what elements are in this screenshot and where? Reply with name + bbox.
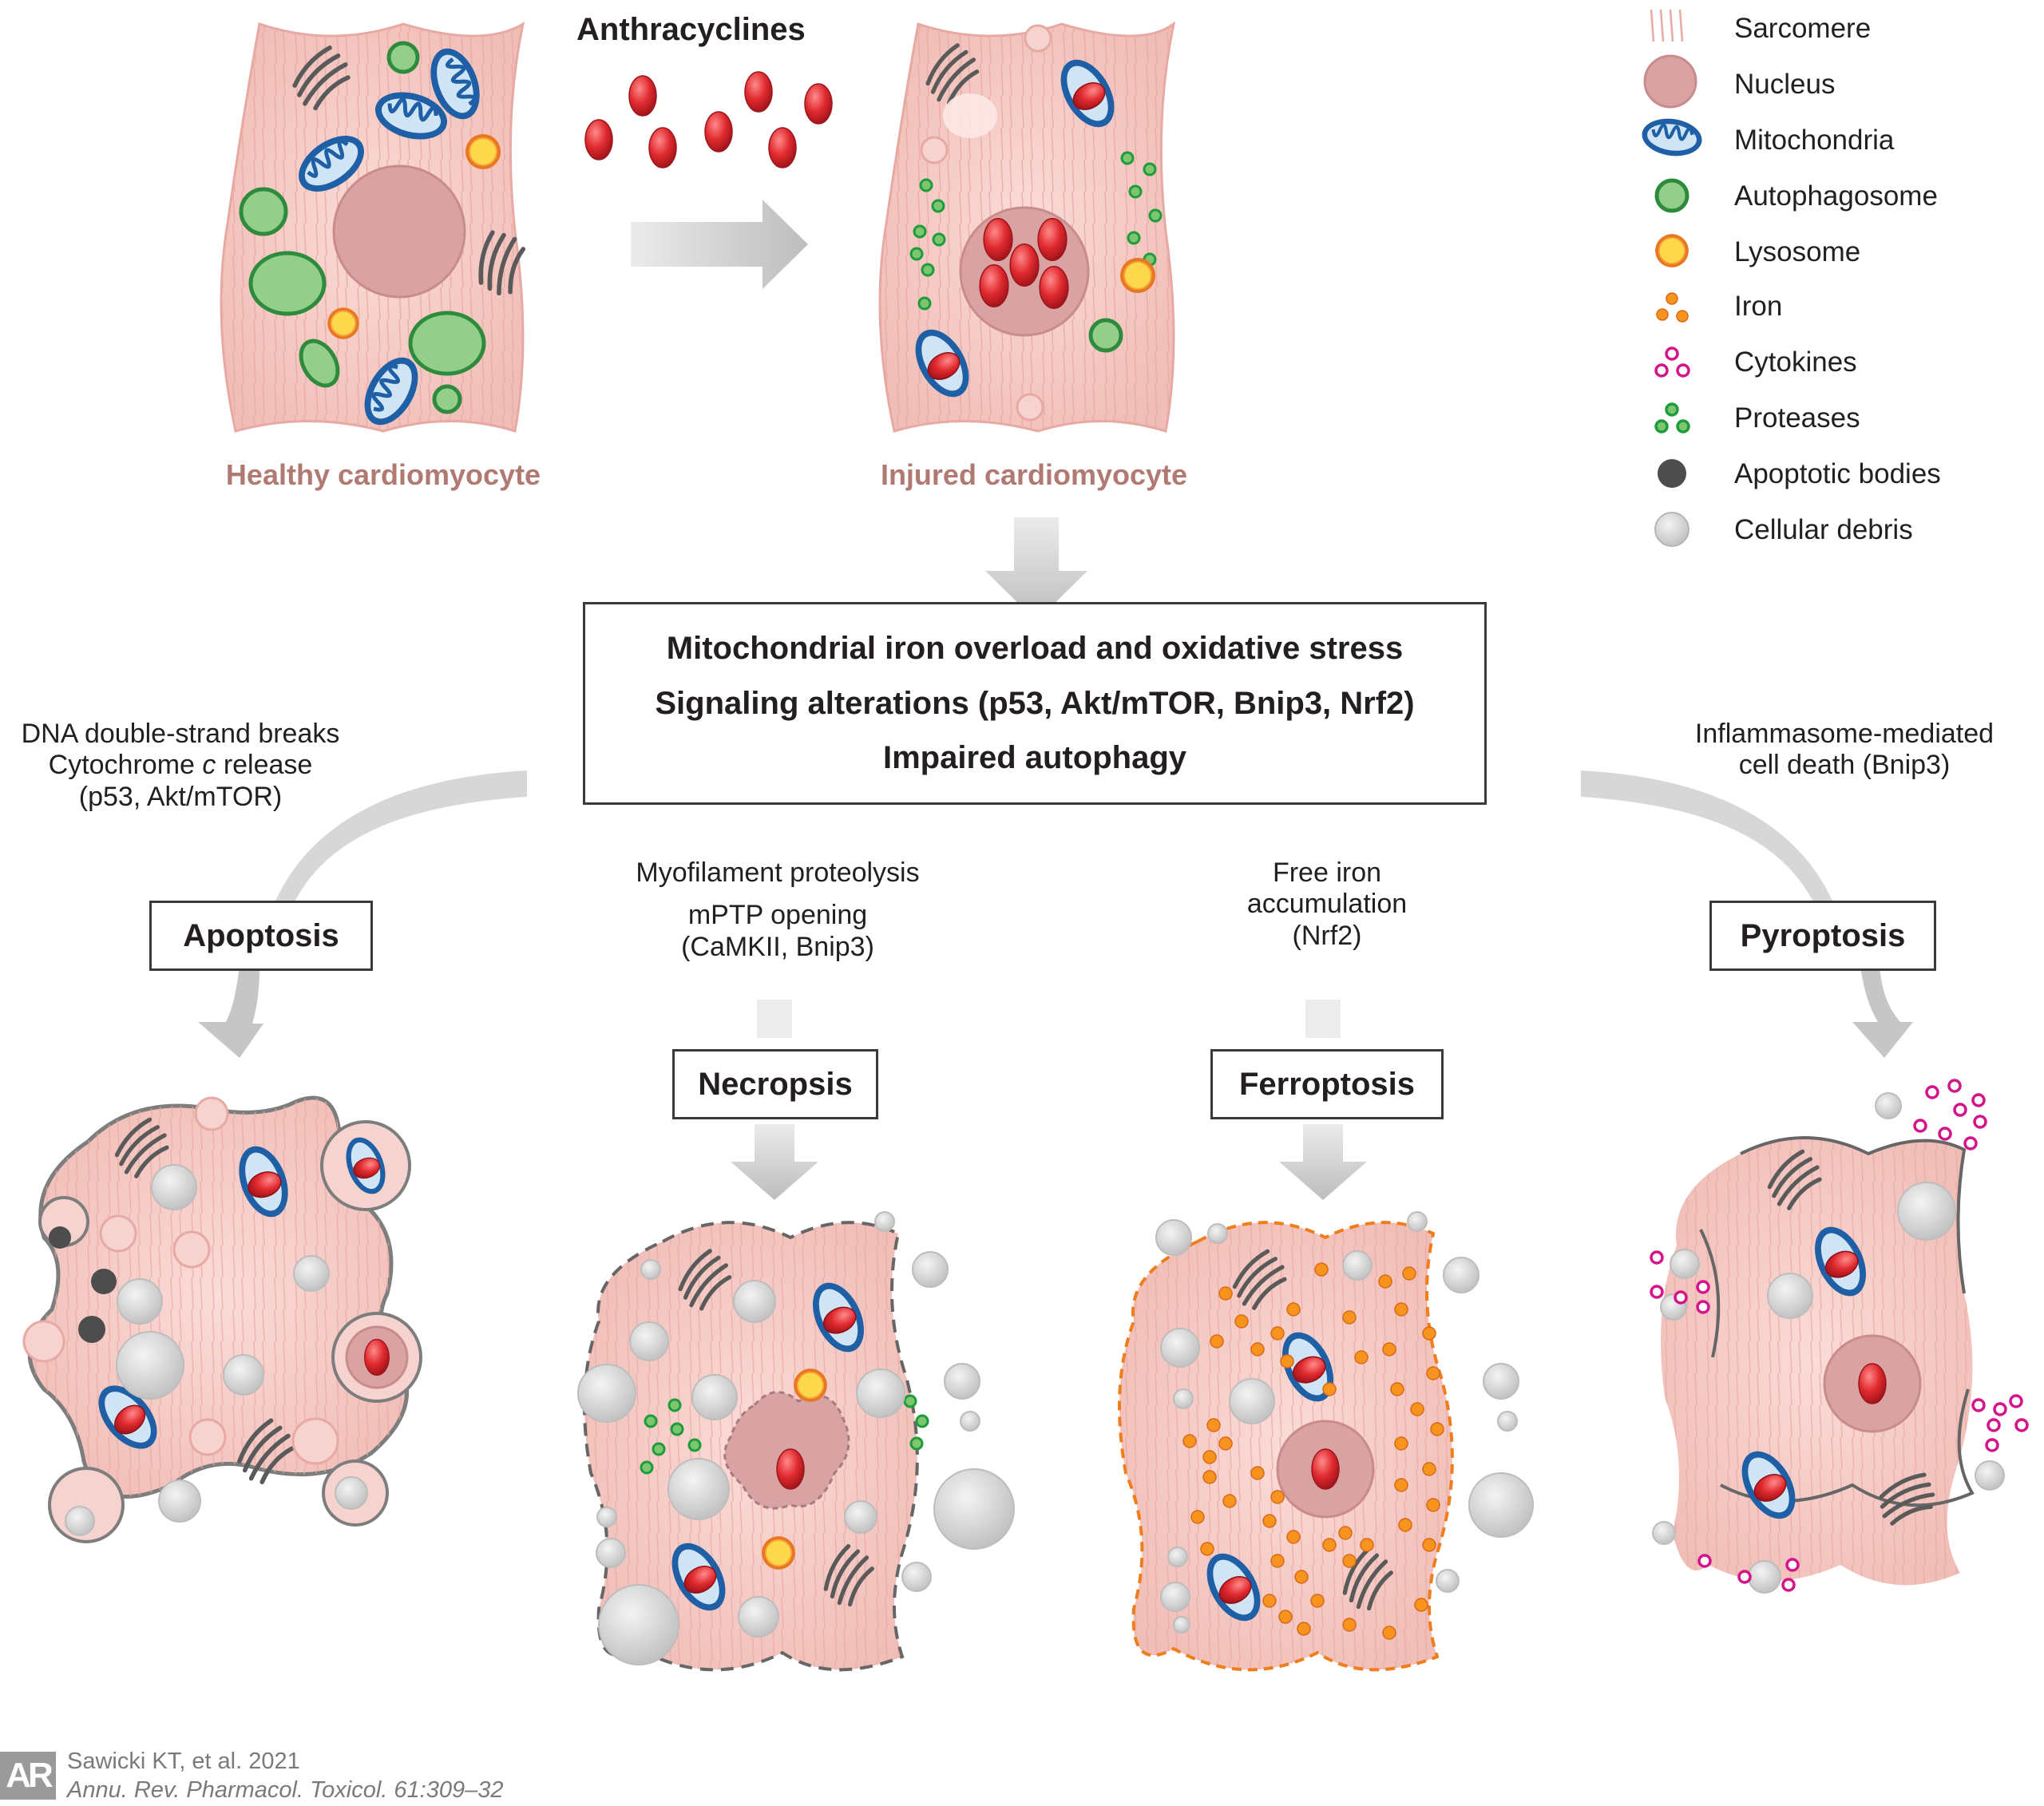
legend-cytokines: Cytokines <box>1734 347 1857 378</box>
mechanisms-box: Mitochondrial iron overload and oxidativ… <box>583 602 1487 805</box>
arrow-healthy-to-injured <box>631 200 808 289</box>
injured-cardiomyocyte <box>878 21 1176 433</box>
arrow-to-ferroptosis <box>1305 1000 1341 1038</box>
arrow-apoptosis-down <box>198 966 263 1058</box>
necropsis-note-2: mPTP opening <box>687 900 868 931</box>
legend-cellular-debris: Cellular debris <box>1734 514 1913 545</box>
legend-icons <box>1639 9 1704 547</box>
pyroptotic-cardiomyocyte <box>1650 1079 2029 1594</box>
legend-iron: Iron <box>1734 291 1783 322</box>
apoptosis-note-1: DNA double-strand breaks <box>21 719 340 749</box>
mechanism-line-2: Signaling alterations (p53, Akt/mTOR, Bn… <box>655 685 1415 721</box>
arrow-pyroptosis-down <box>1852 968 1913 1058</box>
legend-autophagosome: Autophagosome <box>1734 180 1938 212</box>
ferroptosis-box: Ferroptosis <box>1210 1049 1444 1119</box>
ferroptosis-note-2: accumulation <box>1246 889 1408 920</box>
apoptotic-cardiomyocyte <box>22 1095 422 1543</box>
credit-journal: Annu. Rev. Pharmacol. Toxicol. 61:309–32 <box>67 1777 504 1803</box>
arrow-injured-to-mechanisms <box>985 517 1087 621</box>
arrow-necropsis-down <box>731 1124 818 1200</box>
legend-nucleus: Nucleus <box>1734 69 1836 100</box>
drug-label: Anthracyclines <box>576 12 806 47</box>
pyroptosis-note-2: cell death (Bnip3) <box>1738 750 1951 781</box>
injured-caption: Injured cardiomyocyte <box>880 458 1188 491</box>
necroptotic-cardiomyocyte <box>577 1211 1015 1672</box>
ferroptosis-notes: Free iron accumulation (Nrf2) <box>1167 857 1487 952</box>
credit-author: Sawicki KT, et al. 2021 <box>67 1749 300 1774</box>
ferroptosis-note-3: (Nrf2) <box>1292 920 1362 951</box>
apoptosis-notes: DNA double-strand breaks Cytochrome c re… <box>0 719 361 813</box>
arrow-to-pyroptosis <box>1581 770 1836 917</box>
healthy-cardiomyocyte <box>220 21 528 434</box>
apoptosis-note-2: Cytochrome c release <box>48 750 313 781</box>
ferroptotic-cardiomyocyte <box>1118 1211 1534 1672</box>
arrow-to-necropsis <box>757 1000 792 1038</box>
pyroptosis-notes: Inflammasome-mediated cell death (Bnip3) <box>1645 719 2044 782</box>
anthracycline-molecules <box>584 71 833 168</box>
legend-mitochondria: Mitochondria <box>1734 125 1895 156</box>
arrow-ferroptosis-down <box>1279 1124 1367 1200</box>
necropsis-note-1: Myofilament proteolysis <box>636 857 920 888</box>
legend-lysosome: Lysosome <box>1734 236 1861 267</box>
legend-apoptotic-bodies: Apoptotic bodies <box>1734 458 1941 489</box>
legend-sarcomere: Sarcomere <box>1734 13 1872 44</box>
healthy-caption: Healthy cardiomyocyte <box>225 458 541 491</box>
annual-reviews-logo: AR <box>0 1752 56 1800</box>
necropsis-note-3: (CaMKII, Bnip3) <box>681 931 874 962</box>
ferroptosis-note-1: Free iron <box>1272 857 1382 888</box>
mechanism-line-1: Mitochondrial iron overload and oxidativ… <box>666 630 1404 666</box>
necropsis-notes: Myofilament proteolysis mPTP opening (Ca… <box>559 857 996 963</box>
apoptosis-note-3: (p53, Akt/mTOR) <box>78 781 283 812</box>
pyroptosis-box: Pyroptosis <box>1709 901 1936 971</box>
arrow-to-apoptosis <box>271 770 527 917</box>
necropsis-box: Necropsis <box>672 1049 878 1119</box>
mechanism-line-3: Impaired autophagy <box>882 740 1187 776</box>
legend-proteases: Proteases <box>1734 402 1860 434</box>
pyroptosis-note-1: Inflammasome-mediated <box>1694 719 1994 749</box>
apoptosis-box: Apoptosis <box>149 901 373 971</box>
